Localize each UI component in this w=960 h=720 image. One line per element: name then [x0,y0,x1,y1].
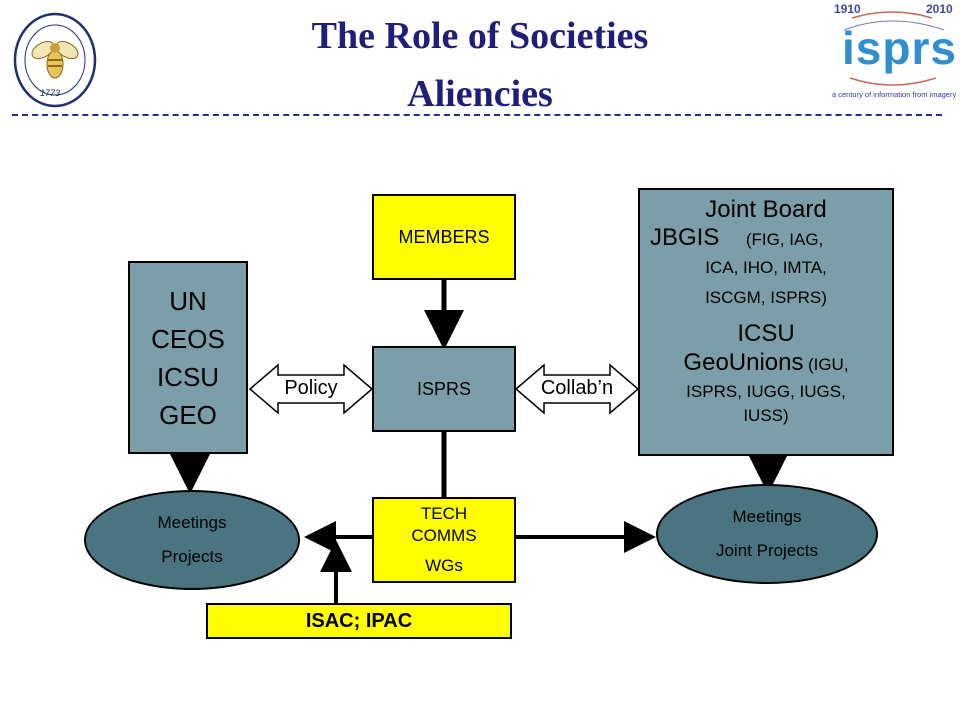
tech-line-2: COMMS [411,526,477,545]
isprs-year-start: 1910 [834,2,861,16]
isprs-wordmark: isprs [842,22,957,74]
geounions-members-3: IUSS) [743,406,789,425]
members-label: MEMBERS [398,226,490,247]
jbgis-members-2: ICA, IHO, IMTA, [705,258,827,277]
icsu-heading: ICSU [737,320,795,347]
isac-ipac-box: ISAC; IPAC [206,603,512,639]
right-organizations-box: Joint Board JBGIS (FIG, IAG, ICA, IHO, I… [638,188,894,456]
left-organizations-box: UN CEOS ICSU GEO [128,261,248,454]
jbgis-members-3: ISCGM, ISPRS) [705,288,827,307]
jbgis-label: JBGIS [650,224,720,251]
collab-label: Collab’n [540,377,614,399]
tech-comms-box: TECH COMMS WGs [372,497,516,583]
isac-ipac-label: ISAC; IPAC [305,609,413,632]
right-meetings-ellipse: Meetings Joint Projects [656,484,878,584]
right-ellipse-line-1: Meetings [732,507,802,526]
bee-seal-icon [13,12,97,108]
title-line-1: The Role of Societies [311,15,649,57]
title-divider [12,114,942,116]
org-geo: GEO [159,399,217,430]
joint-board-heading: Joint Board [705,196,827,223]
left-ellipse-line-1: Meetings [157,513,227,532]
isprs-center-label: ISPRS [416,378,472,399]
left-meetings-ellipse: Meetings Projects [84,490,300,590]
isprs-year-end: 2010 [926,2,953,16]
org-icsu: ICSU [156,361,220,392]
org-un: UN [169,285,207,316]
itu-logo-year: 1773 [40,88,61,98]
right-ellipse-line-2: Joint Projects [715,541,819,560]
policy-label: Policy [284,377,338,399]
geounions-members-1: (IGU, [807,355,849,374]
geounions-label: GeoUnions [683,349,804,376]
isprs-logo: 1910 2010 isprs a century of information… [832,0,957,106]
tech-line-1: TECH [420,504,468,523]
jbgis-members-1: (FIG, IAG, [745,230,824,249]
title-line-2: Aliencies [407,73,553,115]
isprs-logo-icon [843,11,945,86]
org-ceos: CEOS [151,323,225,354]
isprs-tagline: a century of information from imagery [832,90,957,99]
members-box: MEMBERS [372,194,516,280]
tech-line-3: WGs [425,556,463,575]
geounions-members-2: ISPRS, IUGG, IUGS, [686,382,846,401]
isprs-center-box: ISPRS [372,346,516,432]
left-ellipse-line-2: Projects [161,547,223,566]
itu-logo: 1773 [10,8,100,108]
